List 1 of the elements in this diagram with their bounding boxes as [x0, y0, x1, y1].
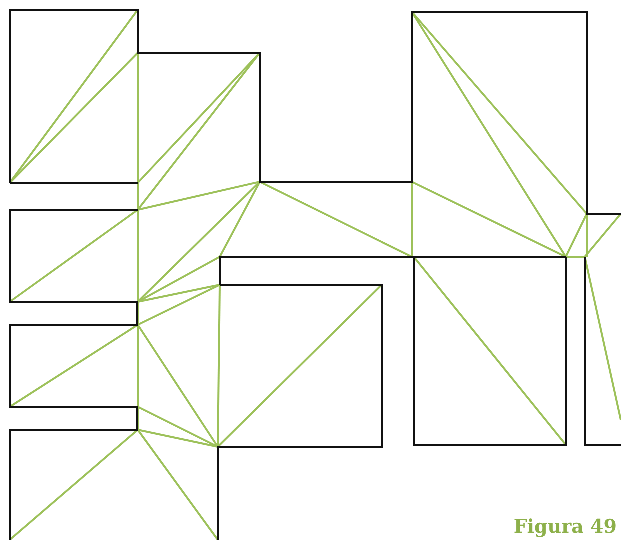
- figure-caption: Figura 49: [514, 516, 617, 538]
